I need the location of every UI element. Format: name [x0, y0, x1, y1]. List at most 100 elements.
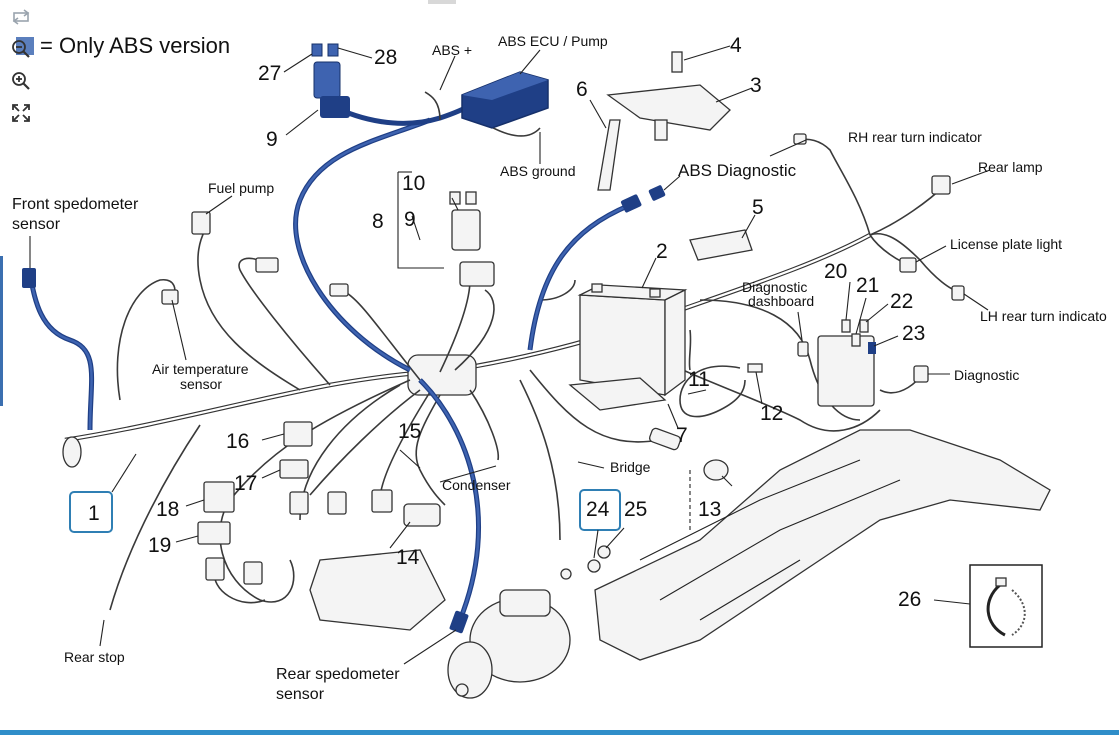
relay-19: [197, 521, 231, 545]
bracket-3: [606, 84, 731, 131]
washer-24: [587, 559, 601, 573]
relay-16: [283, 421, 313, 447]
label-abs-plus: ABS +: [432, 42, 472, 58]
num-15: 15: [398, 420, 421, 443]
num-7: 7: [676, 424, 688, 447]
rear-frame: [594, 429, 1051, 661]
label-rear-speedo-2: sensor: [276, 686, 325, 703]
fuse-20: [841, 319, 851, 333]
fit-screen-icon: [12, 104, 30, 122]
num-10: 10: [402, 172, 425, 195]
strap-6: [597, 119, 621, 191]
battery: [577, 283, 688, 397]
label-abs-ground: ABS ground: [500, 163, 576, 179]
terminal-a: [560, 568, 572, 580]
label-front-speedo-1: Front spedometer: [12, 196, 139, 213]
label-air-temp-2: sensor: [180, 376, 222, 392]
rotate-icon: [12, 9, 30, 25]
abs-legend-text: = Only ABS version: [40, 33, 231, 58]
fuse-22: [859, 319, 869, 333]
plate-5: [689, 229, 753, 261]
washer-25: [597, 545, 611, 559]
label-diag-dashboard-2: dashboard: [748, 293, 814, 309]
num-9a: 9: [266, 128, 278, 151]
num-14: 14: [396, 546, 420, 569]
num-13: 13: [698, 498, 721, 521]
socket-13: [703, 459, 729, 481]
label-rear-speedo-1: Rear spedometer: [276, 666, 400, 683]
num-20: 20: [824, 260, 847, 283]
text-labels: ABS + ABS ECU / Pump ABS ground ABS Diag…: [12, 33, 1107, 703]
label-diag-dashboard-1: Diagnostic: [742, 279, 807, 295]
label-bridge: Bridge: [610, 459, 651, 475]
rear-speedo-connector: [449, 610, 469, 634]
fuse-box-base: [309, 549, 446, 631]
num-8: 8: [372, 210, 384, 233]
dashboard-connector: [797, 341, 809, 357]
bolt-12: [747, 363, 763, 373]
highlight-24: [579, 489, 621, 531]
num-3: 3: [750, 74, 762, 97]
relay-9-base: [459, 261, 495, 287]
connector-f: [255, 257, 279, 273]
clip-26: [986, 583, 1006, 637]
front-speedo-connector: [22, 268, 36, 288]
label-front-speedo-2: sensor: [12, 216, 61, 233]
abs-relay-holder: [313, 61, 341, 99]
zoom-out-button[interactable]: [8, 36, 34, 62]
abs-diag-connector-b: [648, 185, 666, 201]
num-18: 18: [156, 498, 179, 521]
bracket-3-tab: [654, 119, 668, 141]
fuel-pump-connector: [191, 211, 211, 235]
bottom-scrollbar[interactable]: [0, 730, 1119, 735]
starter-motor: [447, 589, 571, 699]
fit-screen-button[interactable]: [8, 100, 34, 126]
license-plate-connector: [899, 257, 917, 273]
num-9b: 9: [404, 208, 416, 231]
leader-lines: [29, 45, 991, 665]
label-lh-turn: LH rear turn indicato: [980, 308, 1107, 324]
abs-ecu-block: [461, 71, 549, 129]
num-17: 17: [234, 472, 257, 495]
cable-7: [648, 427, 682, 451]
fuse-27: [311, 43, 323, 57]
num-2: 2: [656, 240, 668, 263]
label-abs-ecu: ABS ECU / Pump: [498, 33, 608, 49]
connector-b: [243, 561, 263, 585]
num-21: 21: [856, 274, 879, 297]
relay-9: [451, 209, 481, 251]
connector-d: [327, 491, 347, 515]
num-26: 26: [898, 588, 921, 611]
num-25: 25: [624, 498, 647, 521]
part-14: [403, 503, 441, 527]
zoom-in-icon: [12, 72, 30, 90]
left-edge-marker: [0, 256, 3, 406]
zoom-in-button[interactable]: [8, 68, 34, 94]
rotate-button[interactable]: [8, 4, 34, 30]
connector-g: [329, 283, 349, 297]
num-27: 27: [258, 62, 281, 85]
label-diagnostic: Diagnostic: [954, 367, 1019, 383]
air-temp-connector: [161, 289, 179, 305]
top-scroll-tab[interactable]: [428, 0, 456, 4]
fuse-10a: [449, 191, 461, 205]
abs-legend: = Only ABS version: [16, 33, 231, 58]
num-6: 6: [576, 78, 588, 101]
num-11: 11: [688, 368, 710, 391]
fuse-10b: [465, 191, 477, 205]
relay-18: [203, 481, 235, 513]
zoom-out-icon: [12, 40, 30, 58]
fuse-box-rear: [817, 335, 875, 407]
num-12: 12: [760, 402, 783, 425]
label-rear-lamp: Rear lamp: [978, 159, 1043, 175]
part-numbers: 1 2 3 4 5 6 7 8 9 9 10 11 12 13 14 15 16…: [88, 34, 925, 611]
battery-tray: [568, 377, 667, 411]
num-24: 24: [586, 498, 610, 521]
highlight-1: [69, 491, 113, 533]
parts: [161, 51, 1051, 699]
fuse-21: [851, 333, 861, 347]
num-16: 16: [226, 430, 249, 453]
num-4: 4: [730, 34, 742, 57]
lh-turn-connector: [951, 285, 965, 301]
